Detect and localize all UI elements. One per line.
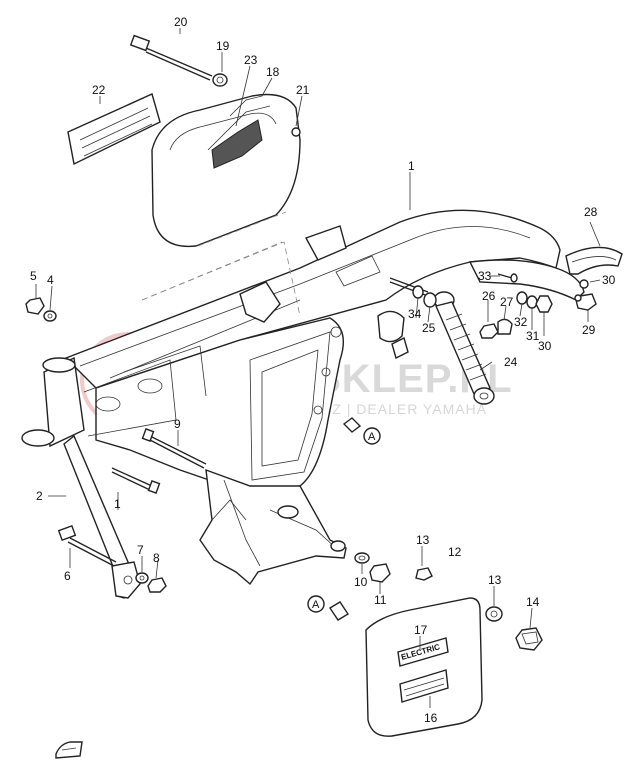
part-number-28: 28	[584, 205, 598, 219]
part-number-7: 7	[137, 543, 144, 557]
part-number-30-right: 30	[602, 273, 616, 287]
washer-7	[135, 572, 149, 584]
part-number-32: 32	[514, 315, 528, 329]
part-number-8: 8	[153, 551, 160, 565]
part-number-labels: 20 19 23 18 21 22 1 28 5 4 33 30 26 27 3…	[30, 15, 616, 725]
part-number-11: 11	[374, 593, 387, 607]
washer-31	[526, 295, 538, 309]
part-number-31: 31	[526, 329, 540, 343]
rear-flap	[565, 246, 623, 302]
part-number-14: 14	[526, 595, 540, 609]
long-bolt-mid	[111, 467, 161, 494]
part-number-13-left: 13	[416, 533, 430, 547]
small-bolt-33	[497, 273, 518, 283]
main-frame	[21, 209, 585, 586]
nut-8	[147, 577, 167, 593]
part-number-1: 1	[408, 159, 415, 173]
callout-a-lower: A	[307, 595, 349, 621]
nut-26	[479, 323, 499, 339]
grommet-19	[212, 73, 228, 87]
part-number-30: 30	[538, 339, 552, 353]
decal-upper	[67, 93, 161, 166]
part-number-19: 19	[216, 39, 230, 53]
side-stand	[63, 434, 141, 599]
part-number-2: 2	[36, 489, 43, 503]
collar-25	[423, 292, 437, 308]
nut-5	[25, 297, 45, 315]
part-number-5: 5	[30, 269, 37, 283]
callout-a-upper-label: A	[368, 431, 376, 443]
part-number-16: 16	[424, 711, 438, 725]
washer-10	[354, 552, 370, 564]
part-number-21: 21	[296, 83, 310, 97]
part-number-13-right: 13	[488, 573, 502, 587]
part-number-24: 24	[504, 355, 518, 369]
leader-lines	[35, 28, 601, 708]
part-number-9: 9	[174, 417, 181, 431]
bolt-6	[57, 525, 117, 567]
part-number-23: 23	[244, 53, 258, 67]
part-number-26: 26	[482, 289, 496, 303]
part-number-25: 25	[422, 321, 436, 335]
cap-27	[497, 318, 513, 335]
nut-11	[369, 563, 391, 583]
part-number-20: 20	[174, 15, 188, 29]
part-number-3: 1	[114, 497, 121, 511]
part-number-6: 6	[64, 569, 71, 583]
part-number-4: 4	[47, 273, 54, 287]
nut-30	[535, 295, 553, 313]
grommet-13-left	[415, 567, 433, 581]
bolt-20	[129, 34, 213, 81]
corner-emblem	[55, 741, 83, 759]
washer-4	[43, 310, 57, 322]
rear-shock-absorber	[433, 291, 495, 405]
callout-a-upper: A	[342, 417, 381, 445]
part-number-34: 34	[408, 307, 422, 321]
knob-14	[515, 627, 543, 651]
part-number-22: 22	[92, 83, 106, 97]
grommet-13-right	[485, 606, 503, 622]
part-number-12: 12	[448, 545, 462, 559]
part-number-33: 33	[478, 269, 492, 283]
side-cover-lower: ELECTRIC	[365, 597, 483, 737]
side-cover-upper	[151, 93, 301, 248]
part-number-17: 17	[414, 623, 428, 637]
part-number-29: 29	[582, 323, 596, 337]
bolt-9	[141, 428, 207, 469]
part-number-27: 27	[500, 295, 514, 309]
washer-34	[412, 285, 424, 299]
part-number-18: 18	[266, 65, 280, 79]
part-number-10: 10	[354, 575, 368, 589]
washer-32	[516, 291, 528, 305]
callout-a-lower-label: A	[312, 599, 320, 611]
